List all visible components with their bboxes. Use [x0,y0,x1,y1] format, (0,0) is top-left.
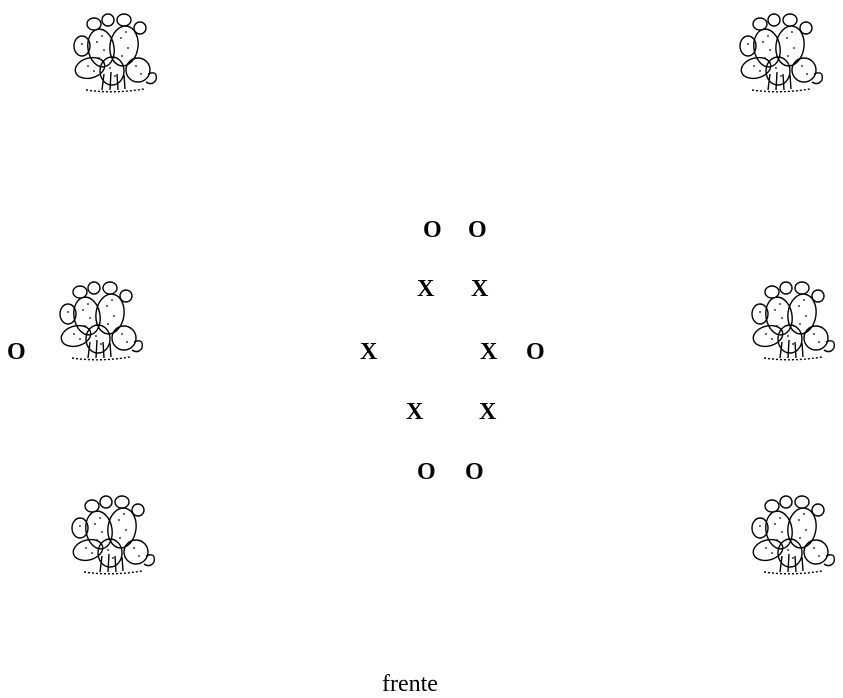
cactus-icon [62,490,162,576]
formation-mark-x: X [471,277,488,301]
cactus-icon [742,276,842,362]
formation-mark-x: X [406,400,423,424]
formation-mark-o: O [7,340,26,364]
formation-mark-x: X [360,340,377,364]
cactus-icon [742,490,842,576]
formation-mark-o: O [417,460,436,484]
cactus-icon [64,8,164,94]
cactus-icon [730,8,830,94]
formation-mark-x: X [479,400,496,424]
formation-mark-o: O [423,218,442,242]
cactus-icon [50,276,150,362]
formation-mark-o: O [465,460,484,484]
formation-mark-x: X [480,340,497,364]
formation-mark-x: X [417,277,434,301]
formation-mark-o: O [468,218,487,242]
formation-mark-o: O [526,340,545,364]
front-label: frente [382,672,438,696]
